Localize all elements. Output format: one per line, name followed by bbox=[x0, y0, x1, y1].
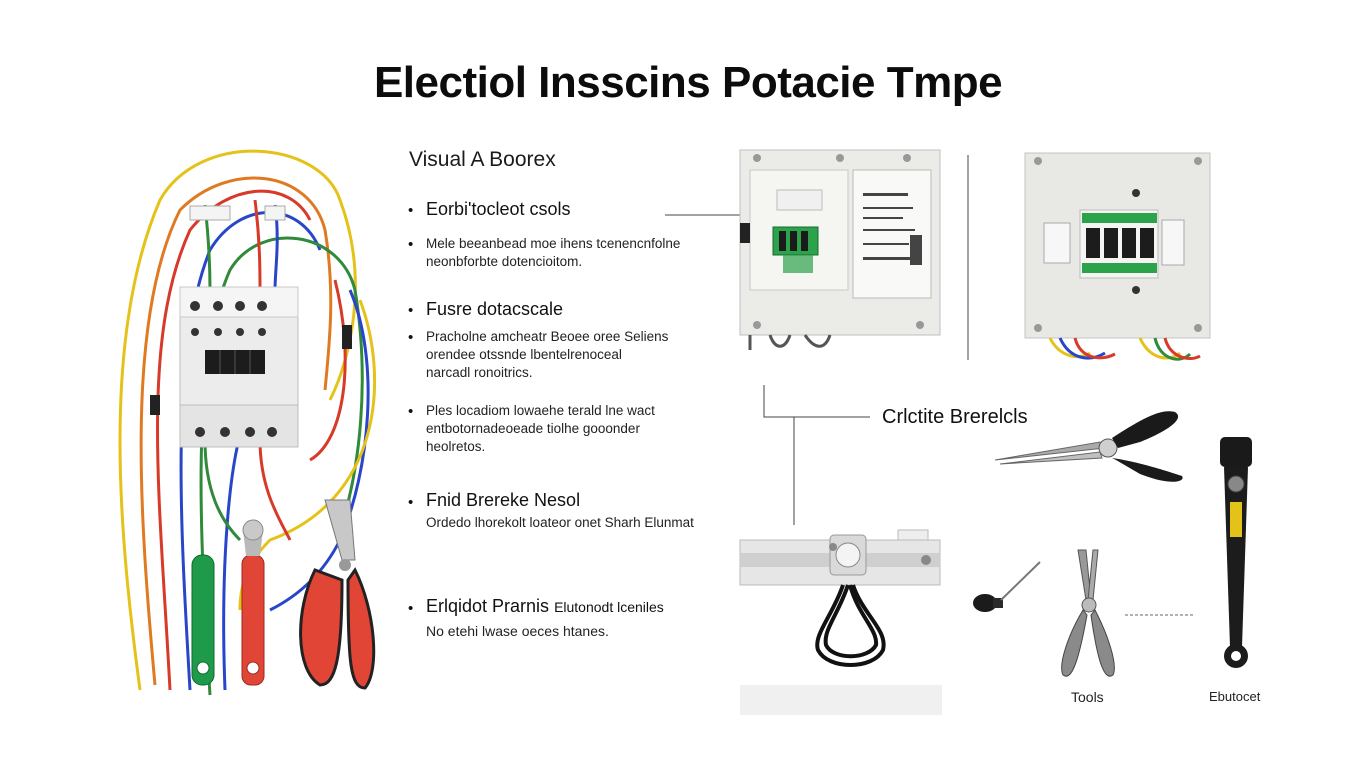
needle-nose-pliers-icon bbox=[994, 411, 1183, 482]
measurement-line-icon bbox=[1125, 614, 1193, 616]
list-item-heading: Fusre dotacscale bbox=[426, 299, 564, 319]
din-rail-illustration bbox=[739, 529, 942, 715]
list-item-description: Ples locadiom lowaehe terald lne wact en… bbox=[426, 403, 655, 454]
electrical-label: Ebutocet bbox=[1209, 689, 1261, 704]
breaker-panel-illustration bbox=[665, 149, 969, 360]
wired-breaker-illustration bbox=[118, 149, 376, 696]
breaker-box-illustration bbox=[1024, 152, 1211, 361]
list-item-heading: Eorbi'tocleot csols bbox=[426, 199, 571, 219]
page-title: Electiol Insscins Potacie Tmpe bbox=[373, 58, 1003, 107]
list-item-description: Pracholne amcheatr Beoee oree Seliens or… bbox=[426, 329, 669, 380]
torque-wrench-icon bbox=[1220, 437, 1252, 668]
callout-lines bbox=[763, 385, 870, 525]
screwdriver-icon bbox=[973, 561, 1041, 612]
list-item-description: Mele beeanbead moe ihens tcenencnfolne n… bbox=[426, 236, 681, 269]
list-item-description: Ordedo lhorekolt loateor onet Sharh Elun… bbox=[426, 515, 694, 530]
tools-label: Tools bbox=[1071, 689, 1104, 705]
pliers-icon bbox=[1061, 549, 1115, 677]
list-item-heading: Fnid Brereke Nesol bbox=[426, 490, 581, 510]
list-item-description: No etehi lwase oeces htanes. bbox=[426, 623, 609, 639]
circuit-breakers-label: Crlctite Brerelcls bbox=[882, 406, 1028, 428]
section-subtitle: Visual A Boorex bbox=[409, 148, 556, 171]
list-item-heading: Erlqidot Prarnis Elutonodt lceniles bbox=[426, 596, 664, 616]
